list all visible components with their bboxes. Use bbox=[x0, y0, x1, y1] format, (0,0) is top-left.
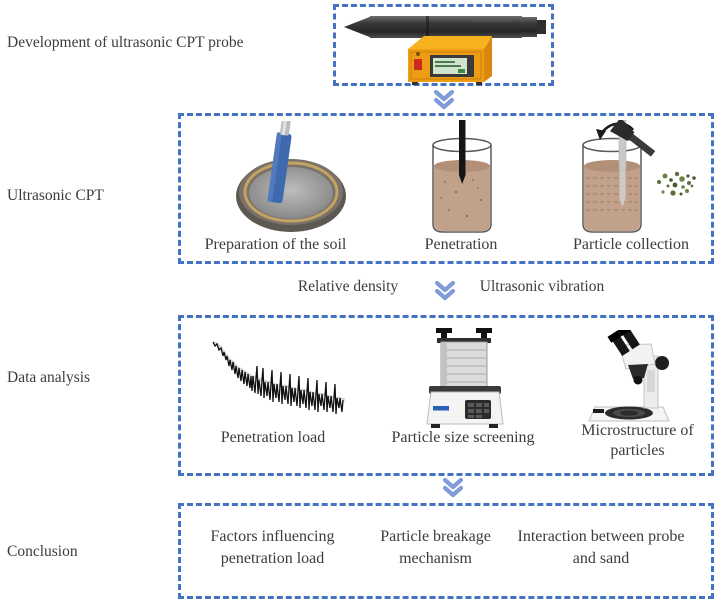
ultrasonic-cpt-box: Preparation of the soil Penetration Part… bbox=[178, 113, 714, 264]
cpt-probe-icon bbox=[342, 13, 548, 45]
caption-penetration-load: Penetration load bbox=[220, 429, 326, 446]
soil-pan-icon bbox=[231, 116, 349, 239]
caption-penetration: Penetration bbox=[424, 236, 498, 253]
caption-soil-preparation: Preparation of the soil bbox=[204, 236, 347, 253]
penetration-beaker-icon bbox=[429, 120, 495, 241]
microscope-icon bbox=[581, 323, 681, 432]
load-trace-icon bbox=[209, 336, 347, 433]
down-chevron-icon bbox=[440, 477, 466, 499]
probe-development-box bbox=[333, 4, 554, 86]
data-analysis-box: Penetration load Particle size screening… bbox=[178, 315, 714, 476]
conclusion-item-interaction: Interaction between probe and sand bbox=[517, 528, 685, 567]
ultrasonic-generator-icon bbox=[398, 34, 496, 91]
connector-label-ultrasonic-vibration: Ultrasonic vibration bbox=[479, 278, 605, 295]
sieve-shaker-icon bbox=[421, 326, 509, 439]
stage-label-conclusion: Conclusion bbox=[7, 543, 78, 560]
particle-collection-icon bbox=[579, 117, 707, 241]
stage-label-ultrasonic-cpt: Ultrasonic CPT bbox=[7, 187, 104, 204]
caption-microstructure: Microstructure of particles bbox=[581, 422, 694, 459]
stage-label-probe-development: Development of ultrasonic CPT probe bbox=[7, 34, 244, 51]
stage-label-data-analysis: Data analysis bbox=[7, 369, 91, 386]
conclusion-box: Factors influencing penetration load Par… bbox=[178, 503, 714, 599]
caption-particle-size-screening: Particle size screening bbox=[391, 429, 535, 446]
connector-label-relative-density: Relative density bbox=[297, 278, 399, 295]
conclusion-item-breakage: Particle breakage mechanism bbox=[380, 528, 491, 567]
down-chevron-icon bbox=[431, 89, 457, 111]
conclusion-item-factors: Factors influencing penetration load bbox=[210, 528, 335, 567]
caption-particle-collection: Particle collection bbox=[573, 236, 689, 253]
down-chevron-icon bbox=[432, 280, 458, 302]
